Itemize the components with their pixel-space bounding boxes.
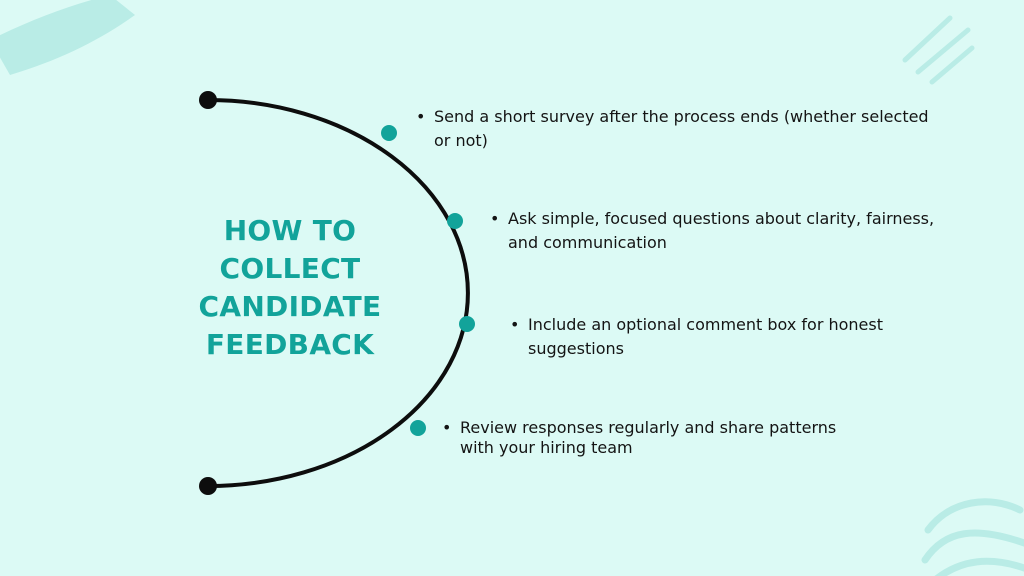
point-item-3: • Include an optional comment box for ho… [510, 313, 910, 361]
title-line-3: CANDIDATE [198, 290, 382, 323]
title-line-2: COLLECT [219, 252, 361, 285]
bullet-dot: • [416, 107, 426, 126]
point-item-4: • Review responses regularly and share p… [442, 418, 862, 458]
point-item-1: • Send a short survey after the process … [416, 105, 936, 153]
arc-endpoint-top [199, 91, 217, 109]
bullet-dot: • [442, 418, 452, 437]
brush-stroke-top-left [0, 0, 135, 75]
title-line-1: HOW TO [223, 214, 357, 247]
title-line-4: FEEDBACK [205, 328, 375, 361]
arc-node-4 [410, 420, 426, 436]
point-text-4: Review responses regularly and share pat… [460, 418, 837, 457]
arc-node-2 [447, 213, 463, 229]
bullet-dot: • [510, 315, 520, 334]
point-text-1: Send a short survey after the process en… [434, 107, 929, 150]
arc-node-3 [459, 316, 475, 332]
hatch-marks-top-right [902, 15, 975, 85]
bullet-dot: • [490, 209, 500, 228]
point-text-3: Include an optional comment box for hone… [528, 315, 884, 358]
timeline-arc [207, 98, 470, 488]
arc-node-1 [381, 125, 397, 141]
diagram-title: HOW TO COLLECT CANDIDATE FEEDBACK [190, 212, 390, 364]
arc-endpoint-bottom [199, 477, 217, 495]
squiggle-bottom-right [921, 498, 1024, 576]
point-item-2: • Ask simple, focused questions about cl… [490, 207, 940, 255]
point-text-2: Ask simple, focused questions about clar… [508, 209, 935, 252]
